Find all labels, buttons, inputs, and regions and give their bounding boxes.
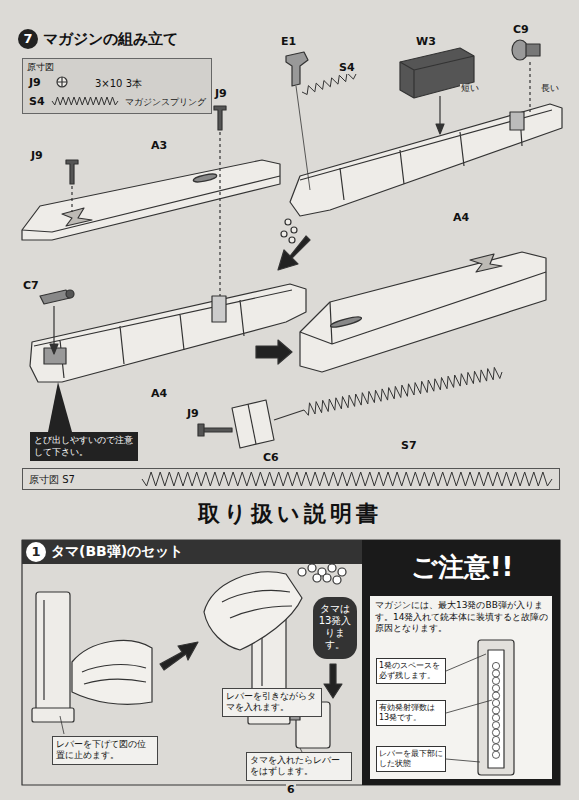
callout-box: レバーを引きながらタマを入れます。 bbox=[222, 688, 322, 717]
part-code: J9 bbox=[186, 408, 200, 420]
bb-pellet bbox=[492, 692, 499, 699]
callout-text: レバーを最下部にした状態 bbox=[379, 749, 443, 769]
callout-box: レバーを最下部にした状態 bbox=[376, 746, 446, 772]
section-title: マガジンの組み立て bbox=[43, 30, 178, 49]
part-code: S7 bbox=[400, 440, 418, 452]
part-name: マガジンスプリング bbox=[125, 96, 206, 109]
size-note: 長い bbox=[540, 84, 560, 94]
part-code: A4 bbox=[452, 212, 470, 224]
bb-pellet bbox=[492, 722, 499, 729]
bb-pellet bbox=[492, 714, 499, 721]
bb-pellet bbox=[492, 699, 499, 706]
note-text: とび出しやすいので注意して下さい。 bbox=[34, 435, 134, 458]
part-code: J9 bbox=[214, 88, 228, 100]
callout-text: タマは13発入ります。 bbox=[316, 603, 354, 651]
step-number: 7 bbox=[18, 29, 38, 49]
callout-text: レバーを引きながらタマを入れます。 bbox=[226, 691, 318, 714]
page-heading: 取り扱い説明書 bbox=[0, 500, 579, 528]
step-number: 1 bbox=[26, 542, 46, 562]
section-header: 7 マガジンの組み立て bbox=[18, 26, 228, 52]
callout-text: 有効発射弾数は13発です。 bbox=[379, 703, 443, 723]
screw-size: 3×10 3本 bbox=[95, 77, 142, 91]
callout-text: タマを入れたらレバーをはずします。 bbox=[250, 755, 348, 778]
size-note: 短い bbox=[460, 84, 480, 94]
bb-pellet bbox=[492, 685, 499, 692]
caution-body: マガジンには、最大13発のBB弾が入ります。14発入れて銃本体に装填すると故障の… bbox=[370, 596, 554, 779]
part-code: C6 bbox=[262, 452, 280, 464]
actual-size-band: 原寸図 S7 bbox=[22, 468, 560, 490]
bb-pellet bbox=[492, 744, 499, 751]
actual-size-box: 原寸図 J9 3×10 3本 S4 マガジンスプリング bbox=[22, 58, 212, 114]
part-code: C9 bbox=[512, 24, 530, 36]
part-code: J9 bbox=[29, 76, 41, 89]
section-title: タマ(BB弾)のセット bbox=[51, 543, 183, 561]
callout-text: 1発のスペースを必ず残します。 bbox=[379, 661, 443, 681]
part-code: S4 bbox=[29, 95, 45, 108]
box-heading: 原寸図 bbox=[27, 61, 54, 74]
callout-text: レバーを下げて図の位置に止めます。 bbox=[56, 739, 154, 762]
callout-box: レバーを下げて図の位置に止めます。 bbox=[52, 736, 158, 765]
part-code: C7 bbox=[22, 280, 40, 292]
warning-note: とび出しやすいので注意して下さい。 bbox=[30, 432, 138, 461]
spring-coil bbox=[304, 367, 502, 415]
bb-pellet bbox=[492, 670, 499, 677]
callout-box: タマを入れたらレバーをはずします。 bbox=[246, 752, 352, 781]
bb-pellet bbox=[492, 729, 499, 736]
bb-pellet bbox=[492, 707, 499, 714]
band-label: 原寸図 S7 bbox=[27, 473, 77, 487]
caution-heading: ご注意!! bbox=[362, 550, 562, 584]
caution-text: マガジンには、最大13発のBB弾が入ります。14発入れて銃本体に装填すると故障の… bbox=[370, 596, 554, 639]
spring-coil bbox=[52, 97, 118, 105]
callout-bubble: タマは13発入ります。 bbox=[313, 597, 357, 659]
bb-pellet bbox=[492, 751, 499, 758]
part-code: A4 bbox=[150, 388, 168, 400]
page-number: 6 bbox=[286, 784, 296, 796]
part-code: S4 bbox=[338, 62, 356, 74]
callout-box: 1発のスペースを必ず残します。 bbox=[376, 658, 446, 684]
bb-pellet bbox=[492, 736, 499, 743]
bb-pellet bbox=[492, 677, 499, 684]
part-code: A3 bbox=[150, 140, 168, 152]
part-code: W3 bbox=[415, 36, 437, 48]
bb-pellet bbox=[492, 662, 499, 669]
section-header: 1 タマ(BB弾)のセット bbox=[22, 540, 362, 564]
part-code: J9 bbox=[30, 150, 44, 162]
spring-coil bbox=[142, 472, 552, 486]
part-code: E1 bbox=[280, 36, 297, 48]
caution-panel: ご注意!! マガジンには、最大13発のBB弾が入ります。14発入れて銃本体に装填す… bbox=[362, 540, 562, 785]
spring-coil bbox=[302, 73, 356, 95]
callout-box: 有効発射弾数は13発です。 bbox=[376, 700, 446, 726]
